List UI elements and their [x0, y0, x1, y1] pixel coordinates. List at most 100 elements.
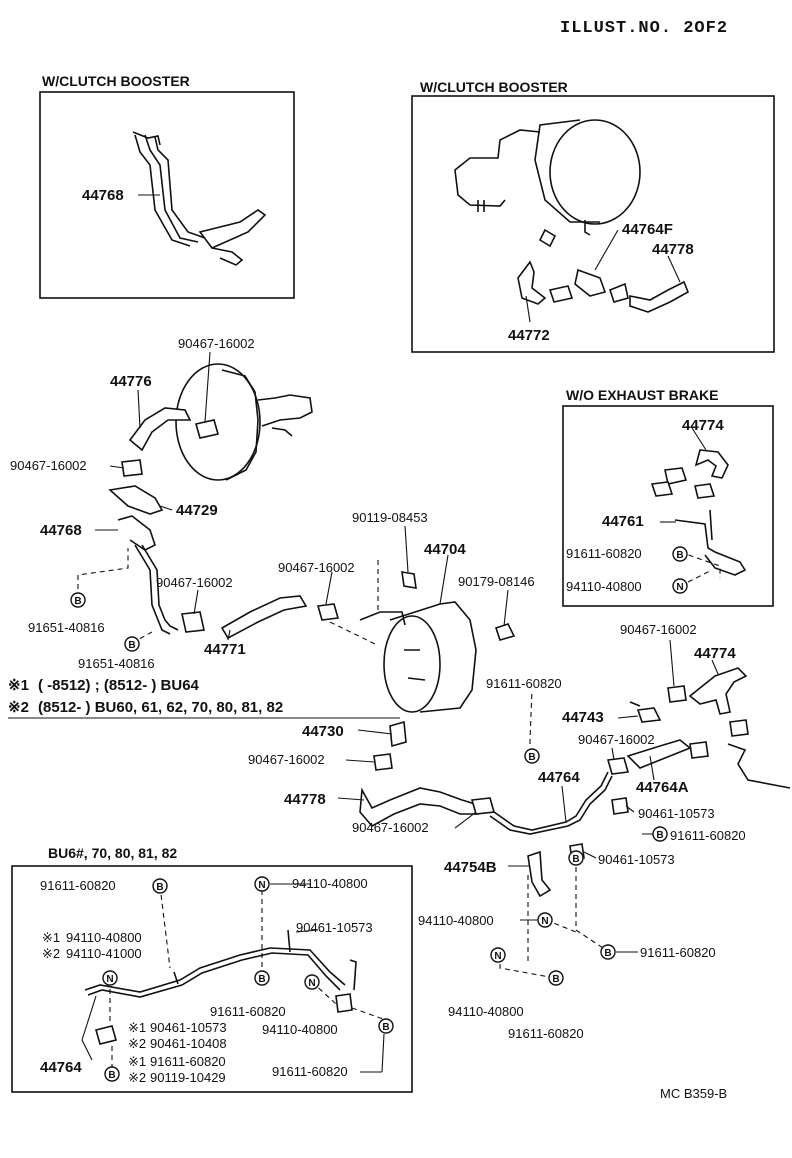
svg-text:B: B [572, 854, 579, 865]
bu6-pipe-drawing [84, 929, 357, 1045]
part-label: 44768 [82, 187, 124, 204]
clamp-90467-pipe-drawing [606, 757, 630, 775]
wo-exhaust-brake-drawing [650, 449, 747, 576]
bolt-symbol-i: B [152, 878, 168, 894]
svg-text:B: B [258, 974, 265, 985]
svg-text:N: N [308, 978, 315, 989]
part-label: 94110-41000 [66, 946, 142, 961]
clamp-90467-lower-drawing [373, 753, 393, 771]
part-label: 90467-16002 [156, 575, 233, 590]
hose-44771-drawing [220, 595, 308, 640]
svg-text:B: B [156, 882, 163, 893]
part-label: 90461-10408 [150, 1036, 227, 1051]
part-label: 44774 [682, 417, 724, 434]
part-label: 44704 [424, 541, 466, 558]
part-label: 90119-10429 [150, 1070, 226, 1085]
part-label: 94110-40800 [66, 930, 142, 945]
part-label: 91611-60820 [210, 1004, 286, 1019]
note-mark: ※1 [128, 1054, 146, 1069]
note1-mark: ※1 [8, 677, 29, 694]
bolt-symbol-f: B [568, 850, 584, 866]
part-label: 91611-60820 [150, 1054, 226, 1069]
drawing-code: MC B359-B [660, 1086, 727, 1101]
leader-lines [81, 194, 719, 1073]
clamp-90467-mid-drawing [316, 603, 340, 621]
section-title-bu6-models: BU6#, 70, 80, 81, 82 [48, 845, 177, 861]
svg-text:B: B [656, 830, 663, 841]
note2-mark: ※2 [8, 699, 29, 716]
part-label: 44761 [602, 513, 644, 530]
bolt-symbol-l: B [104, 1066, 120, 1082]
clamp-90467-left-drawing [121, 459, 143, 477]
note1-text: ( -8512) ; (8512- ) BU64 [38, 677, 200, 694]
bolt-symbol-b: B [124, 636, 140, 652]
bracket-44754B-drawing [527, 850, 552, 898]
section-title-clutch-booster-right: W/CLUTCH BOOSTER [420, 79, 568, 95]
part-label: 91611-60820 [40, 878, 116, 893]
part-label: 94110-40800 [418, 913, 494, 928]
part-label: 90179-08146 [458, 574, 535, 589]
nut-symbol-b: N [537, 912, 553, 928]
note-mark: ※1 [128, 1020, 146, 1035]
bolt-symbol-j: B [254, 970, 270, 986]
part-label: 90119-08453 [352, 510, 428, 525]
section-title-clutch-booster-left: W/CLUTCH BOOSTER [42, 73, 190, 89]
part-label: 44771 [204, 641, 246, 658]
svg-text:B: B [74, 596, 81, 607]
part-label: 91611-60820 [272, 1064, 348, 1079]
phantom-lines [77, 548, 721, 1068]
nut-symbol-c: N [490, 947, 506, 963]
valve-44730-drawing [389, 720, 407, 748]
note-mark: ※1 [42, 930, 60, 945]
illustration-number: ILLUST.NO. 2OF2 [560, 19, 728, 38]
nut-symbol-f: N [304, 974, 320, 990]
part-label: 44730 [302, 723, 344, 740]
svg-text:B: B [528, 752, 535, 763]
clamp-90467-44774-drawing [667, 685, 687, 703]
svg-text:B: B [676, 550, 683, 561]
nut-symbol-d: N [254, 876, 270, 892]
part-label: 94110-40800 [292, 876, 368, 891]
part-label: 91651-40816 [78, 656, 155, 671]
part-label: 44743 [562, 709, 604, 726]
pipe-44764-drawing [489, 775, 613, 835]
svg-text:B: B [128, 640, 135, 651]
nut-symbol-a: N [672, 578, 688, 594]
part-label: 91611-60820 [670, 828, 746, 843]
clutch-booster-left-box [39, 91, 295, 299]
note2-text: (8512- ) BU60, 61, 62, 70, 80, 81, 82 [38, 699, 283, 716]
clip-44743-drawing [636, 707, 662, 723]
nut-symbol-e: N [102, 970, 118, 986]
note-mark: ※2 [42, 946, 60, 961]
part-label: 91611-60820 [566, 546, 642, 561]
applicability-notes: ※1 ( -8512) ; (8512- ) BU64 ※2 (8512- ) … [8, 677, 400, 719]
part-label: 90467-16002 [278, 560, 355, 575]
part-label: 91611-60820 [486, 676, 562, 691]
note-mark: ※2 [128, 1070, 146, 1085]
wo-exhaust-brake-box [562, 405, 774, 607]
part-label: 90467-16002 [248, 752, 325, 767]
svg-text:B: B [382, 1022, 389, 1033]
part-label: 94110-40800 [262, 1022, 338, 1037]
bolt-symbol-d: B [524, 748, 540, 764]
part-label: 44764 [40, 1059, 82, 1076]
bolt-90119-drawing [401, 571, 417, 589]
part-label: 94110-40800 [566, 579, 642, 594]
part-label: 94110-40800 [448, 1004, 524, 1019]
part-label: 90461-10573 [150, 1020, 227, 1035]
bolt-symbol-a: B [70, 592, 86, 608]
part-label: 44764A [636, 779, 689, 796]
hose-44774-lower-drawing [688, 667, 748, 715]
part-label: 44754B [444, 859, 497, 876]
part-label: 91611-60820 [640, 945, 716, 960]
bolt-symbol-c: B [672, 546, 688, 562]
part-label: 44729 [176, 502, 218, 519]
bolt-symbol-e: B [652, 826, 668, 842]
air-tank-44704-drawing [359, 601, 477, 713]
svg-text:N: N [494, 951, 501, 962]
part-label: 90461-10573 [598, 852, 675, 867]
note-mark: ※2 [128, 1036, 146, 1051]
part-label: 44774 [694, 645, 736, 662]
part-label: 90467-16002 [178, 336, 255, 351]
